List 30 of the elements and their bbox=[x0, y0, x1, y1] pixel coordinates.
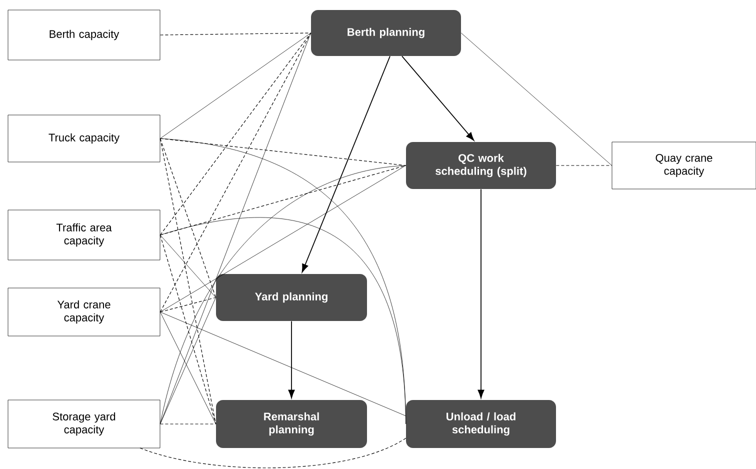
connector bbox=[402, 56, 474, 141]
connector bbox=[160, 32, 311, 139]
connector bbox=[160, 234, 216, 424]
connector bbox=[160, 138, 216, 298]
connector bbox=[478, 188, 484, 398]
capacity-box: Berth capacity bbox=[8, 10, 160, 60]
connector bbox=[160, 32, 312, 312]
capacity-box: Truck capacity bbox=[8, 114, 160, 162]
process-box: Unload / load scheduling bbox=[406, 400, 556, 448]
process-box: Berth planning bbox=[311, 10, 461, 56]
process-box: Remarshal planning bbox=[216, 400, 367, 448]
connector bbox=[160, 32, 312, 36]
connector bbox=[160, 32, 312, 236]
connector bbox=[160, 297, 216, 312]
connector bbox=[160, 217, 406, 424]
connector bbox=[288, 320, 295, 398]
capacity-box: Traffic area capacity bbox=[8, 210, 160, 260]
connector bbox=[302, 56, 390, 272]
connector bbox=[461, 32, 612, 166]
connector bbox=[140, 438, 406, 468]
process-box: Yard planning bbox=[216, 274, 367, 321]
connector bbox=[160, 138, 216, 424]
connector bbox=[556, 165, 612, 166]
connector bbox=[160, 312, 406, 416]
process-box: QC work scheduling (split) bbox=[406, 142, 556, 189]
capacity-box: Storage yard capacity bbox=[8, 400, 160, 448]
capacity-box: Yard crane capacity bbox=[8, 288, 160, 336]
connector bbox=[160, 165, 406, 312]
connector bbox=[160, 234, 216, 298]
capacity-box: Quay crane capacity bbox=[612, 142, 756, 190]
